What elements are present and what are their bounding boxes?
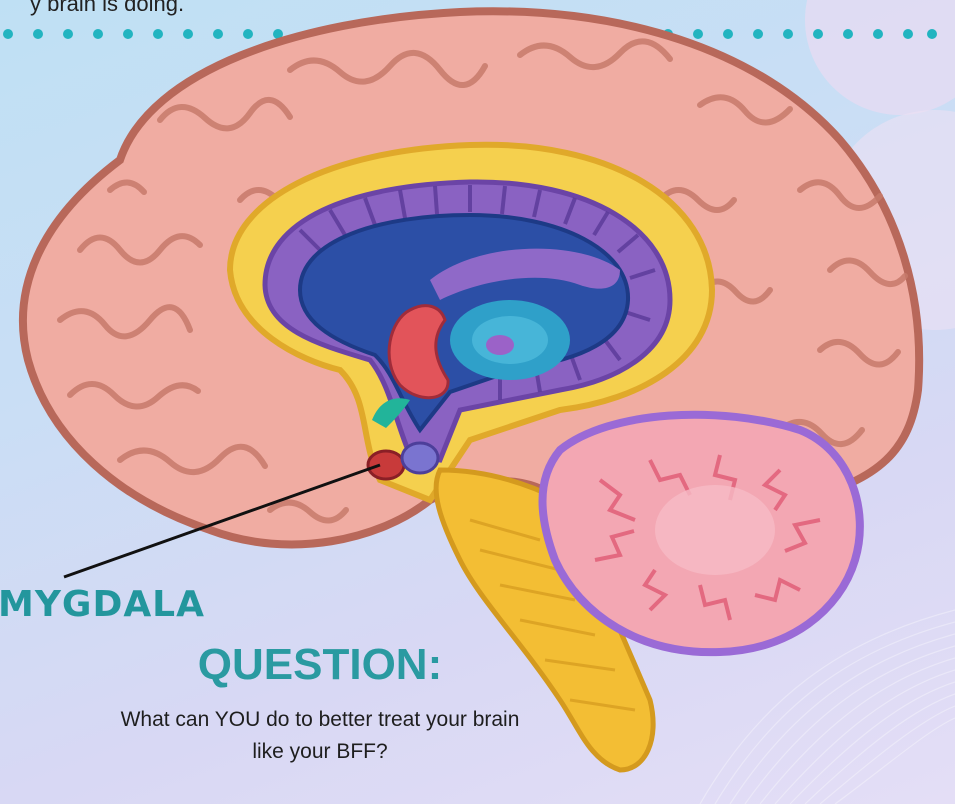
amygdala-label: MYGDALA xyxy=(0,584,205,625)
question-text: What can YOU do to better treat your bra… xyxy=(110,704,530,768)
pons-node xyxy=(402,443,438,473)
pineal xyxy=(486,335,514,355)
amygdala xyxy=(368,451,404,479)
question-heading: QUESTION: xyxy=(120,640,520,690)
